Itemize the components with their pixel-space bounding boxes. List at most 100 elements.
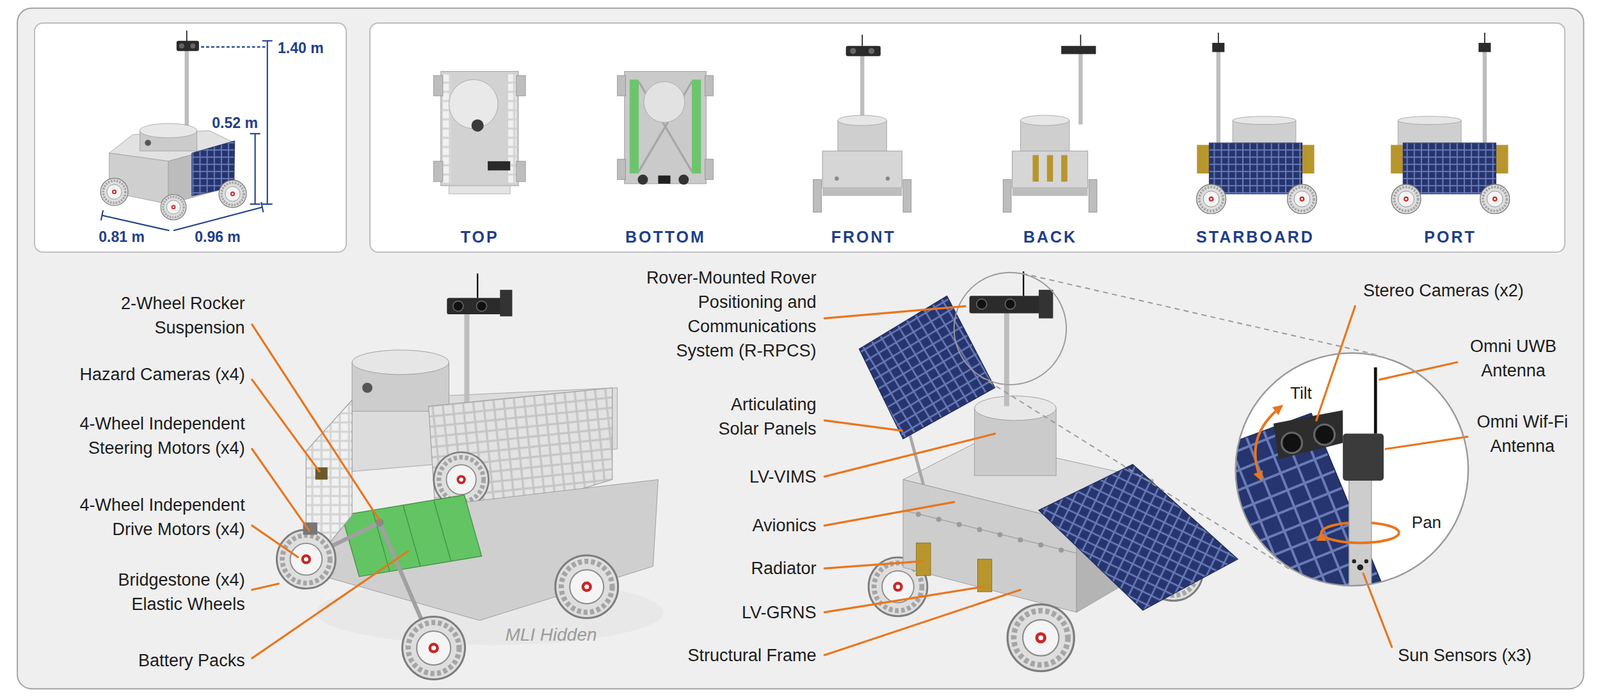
- leader-line: [1379, 362, 1458, 380]
- bottom-view: [624, 71, 707, 184]
- rover-main: [969, 295, 1042, 313]
- back-view: [1012, 187, 1088, 196]
- top-view: [433, 71, 526, 194]
- rover-cutaway: [499, 289, 512, 317]
- view-label: FRONT: [831, 227, 896, 247]
- rover-main: [1038, 289, 1053, 319]
- dimension-line: [200, 46, 268, 48]
- part-label: Sun Sensors (x3): [1397, 643, 1532, 668]
- zoom-outline: [1235, 353, 1469, 587]
- part-label: Bridgestone (x4) Elastic Wheels: [91, 567, 246, 617]
- zoom-detail: [1281, 432, 1303, 454]
- rover-main: [1007, 604, 1074, 671]
- port-view: [1478, 42, 1491, 52]
- dimension-line: [101, 40, 273, 232]
- front-view: [822, 151, 902, 188]
- rover-cutaway: [476, 300, 488, 312]
- starboard-view: [1212, 42, 1225, 52]
- part-label: Rover-Mounted Rover Positioning and Comm…: [637, 265, 817, 363]
- part-label: Omni UWB Antenna: [1463, 334, 1563, 383]
- dimension-line: [173, 207, 263, 232]
- zoom-detail: [1374, 367, 1378, 434]
- dimension-line: [101, 215, 169, 231]
- rover-cutaway: [476, 273, 479, 298]
- dimension-label: 0.96 m: [194, 227, 241, 246]
- port-view: [1402, 142, 1496, 194]
- bottom-view: [617, 75, 626, 96]
- bottom-view: [705, 75, 714, 96]
- leader-line: [824, 501, 954, 526]
- part-label: Radiator: [750, 556, 816, 581]
- port-view: [1480, 184, 1510, 214]
- motion-label: Pan: [1411, 512, 1442, 532]
- rover-main: [954, 272, 1067, 385]
- part-label: LV-VIMS: [749, 464, 817, 489]
- rover-cutaway: [276, 273, 664, 680]
- rover-cutaway: [464, 312, 470, 404]
- back-view: [1012, 151, 1088, 188]
- top-view: [516, 161, 526, 182]
- back-view: [1047, 154, 1054, 182]
- rover-cutaway: [352, 350, 449, 375]
- front-view: [885, 176, 890, 181]
- zoom-detail: [1273, 410, 1343, 460]
- zoom-detail: [1364, 559, 1369, 564]
- rover-cutaway: [555, 555, 619, 619]
- leader-line: [824, 420, 902, 431]
- front-view: [834, 176, 839, 181]
- bottom-view: [617, 71, 714, 185]
- rover-cutaway: [402, 616, 466, 680]
- rover-overview: [100, 177, 128, 206]
- dimension-line: [250, 203, 261, 205]
- part-label: 4-Wheel Independent Steering Motors (x4): [69, 411, 246, 461]
- bottom-view: [643, 81, 685, 123]
- rover-main: [1058, 547, 1064, 553]
- rover-cutaway: [446, 298, 504, 315]
- view-label: BOTTOM: [625, 227, 706, 247]
- top-view: [433, 161, 443, 182]
- rover-overview: [179, 43, 185, 49]
- bottom-view: [637, 174, 648, 185]
- back-view: [1020, 115, 1070, 126]
- front-view: [849, 48, 857, 55]
- front-view: [868, 48, 875, 55]
- rover-cutaway: [305, 479, 658, 621]
- back-view: [1002, 34, 1097, 212]
- port-view: [1482, 51, 1487, 148]
- outer-panel: [17, 8, 1584, 689]
- part-label: Avionics: [752, 513, 816, 538]
- zoom-detail: [1352, 559, 1357, 564]
- leader-line: [252, 379, 320, 472]
- leader-line: [252, 525, 299, 557]
- panel-ground: [33, 22, 347, 253]
- front-view: [813, 179, 822, 213]
- port-view: [1484, 32, 1486, 43]
- starboard-view: [1232, 116, 1296, 125]
- leader-line: [1316, 305, 1356, 421]
- front-view: [861, 34, 863, 47]
- part-label: LV-GRNS: [741, 600, 817, 625]
- rover-main: [1004, 298, 1016, 310]
- rover-main: [915, 512, 1064, 553]
- view-panel: TOPBOTTOMFRONTBACKSTARBOARDPORT: [369, 22, 1566, 253]
- dimension-label: 0.52 m: [211, 113, 258, 132]
- top-view: [471, 119, 484, 132]
- starboard-view: [1217, 32, 1220, 43]
- part-label: Articulating Solar Panels: [704, 392, 817, 441]
- starboard-view: [1196, 184, 1227, 214]
- zoom-outline: [1234, 352, 1470, 587]
- zoom-detail: [1321, 532, 1400, 543]
- zoom-detail: [1255, 406, 1282, 480]
- dimension-line: [262, 40, 273, 42]
- port-view: [1397, 116, 1462, 125]
- top-view: [433, 75, 443, 96]
- leader-line: [824, 586, 983, 613]
- back-view: [1078, 53, 1083, 125]
- rover-main: [956, 522, 962, 528]
- dimension-line: [262, 203, 273, 205]
- bottom-view: [691, 79, 701, 174]
- part-label: Battery Packs: [138, 648, 246, 673]
- top-view: [449, 185, 511, 194]
- zoom-detail: [1357, 564, 1364, 571]
